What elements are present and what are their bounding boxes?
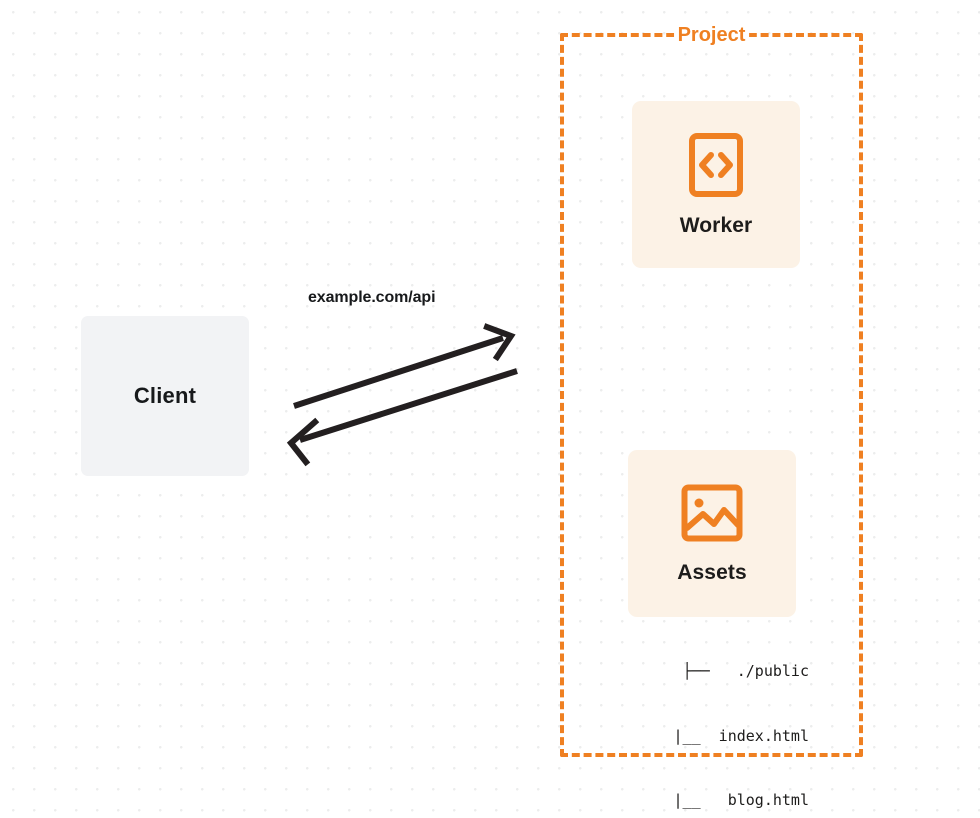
- project-group-title: Project: [673, 23, 750, 47]
- file-tree-row: |__ index.html: [655, 726, 809, 745]
- image-icon: [681, 483, 743, 543]
- worker-card-label: Worker: [679, 213, 753, 237]
- request-arrow-icon: [293, 323, 516, 409]
- project-group-boundary: Project: [560, 23, 863, 757]
- response-arrow-icon: [286, 368, 518, 467]
- file-tree-row: ├── ./public: [682, 662, 809, 680]
- client-node-label: Client: [133, 383, 197, 408]
- connector-label-endpoint: example.com/api: [308, 289, 436, 306]
- worker-card[interactable]: Worker: [632, 101, 800, 268]
- client-node[interactable]: Client: [81, 316, 249, 476]
- code-brackets-icon: [687, 132, 745, 198]
- assets-file-tree: ├── ./public |__ index.html |__ blog.htm…: [604, 618, 809, 818]
- file-tree-row: |__ blog.html: [655, 791, 809, 809]
- assets-card[interactable]: Assets: [628, 450, 796, 617]
- assets-card-label: Assets: [677, 560, 747, 584]
